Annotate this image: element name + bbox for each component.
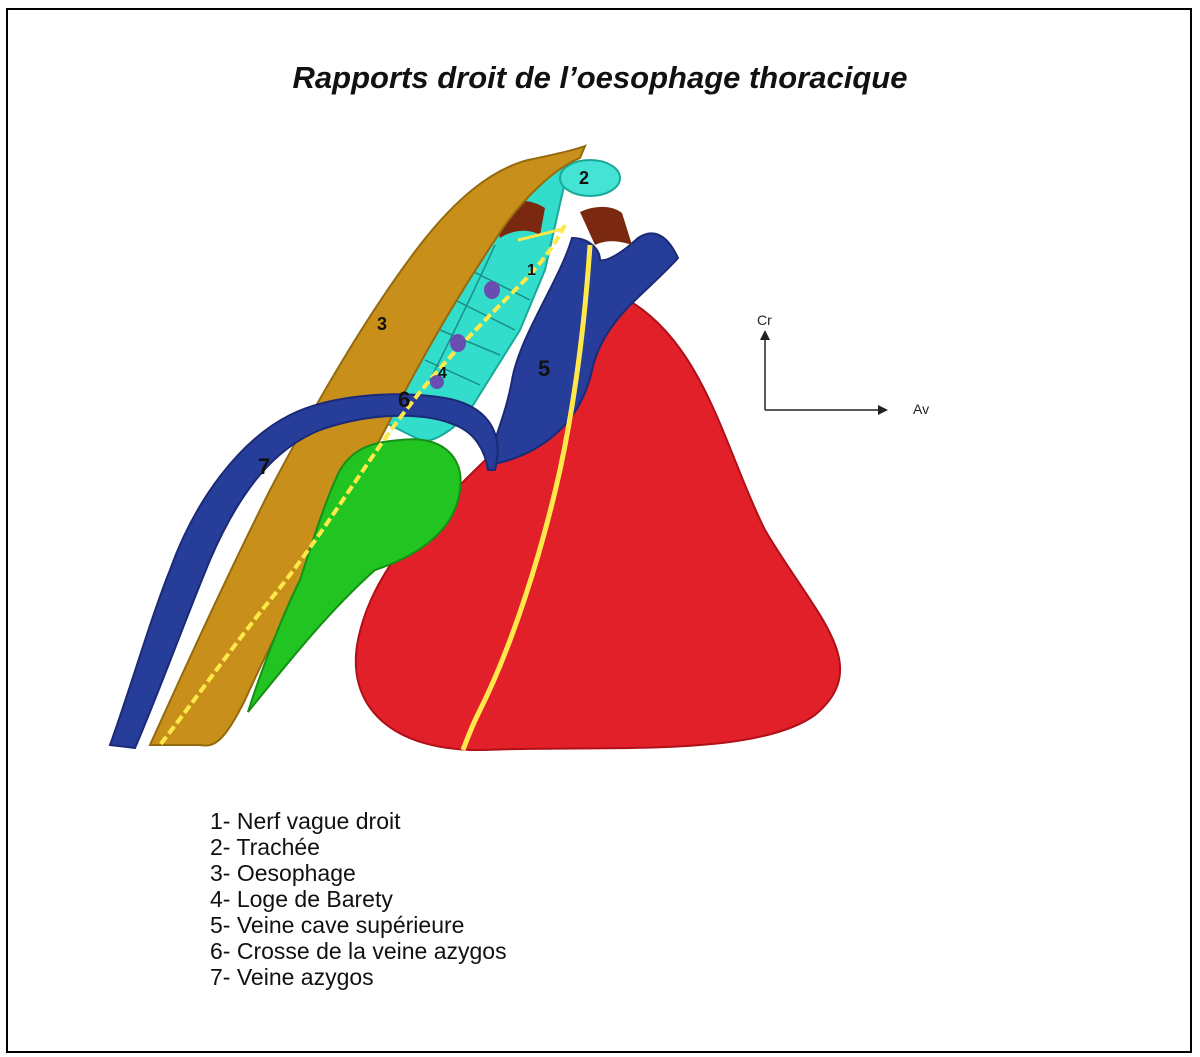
axis-label-cranial: Cr — [757, 312, 772, 328]
marker-5: 5 — [538, 356, 550, 381]
orientation-axes — [760, 330, 888, 415]
legend-item-5: 5- Veine cave supérieure — [210, 912, 507, 938]
marker-6: 6 — [398, 387, 410, 412]
legend-item-1: 1- Nerf vague droit — [210, 808, 507, 834]
trachea-cut-surface — [560, 160, 620, 196]
lymph-node-2 — [450, 334, 466, 352]
marker-3: 3 — [377, 314, 387, 334]
bronchus-right — [580, 207, 632, 245]
marker-1: 1 — [527, 262, 536, 279]
marker-2: 2 — [579, 168, 589, 188]
lymph-node-1 — [484, 281, 500, 299]
marker-7: 7 — [258, 454, 270, 479]
legend-item-3: 3- Oesophage — [210, 860, 507, 886]
axis-label-anterior: Av — [913, 401, 929, 417]
legend: 1- Nerf vague droit 2- Trachée 3- Oesoph… — [210, 808, 507, 990]
legend-item-6: 6- Crosse de la veine azygos — [210, 938, 507, 964]
legend-item-4: 4- Loge de Barety — [210, 886, 507, 912]
legend-item-7: 7- Veine azygos — [210, 964, 507, 990]
legend-item-2: 2- Trachée — [210, 834, 507, 860]
marker-4: 4 — [438, 365, 447, 382]
